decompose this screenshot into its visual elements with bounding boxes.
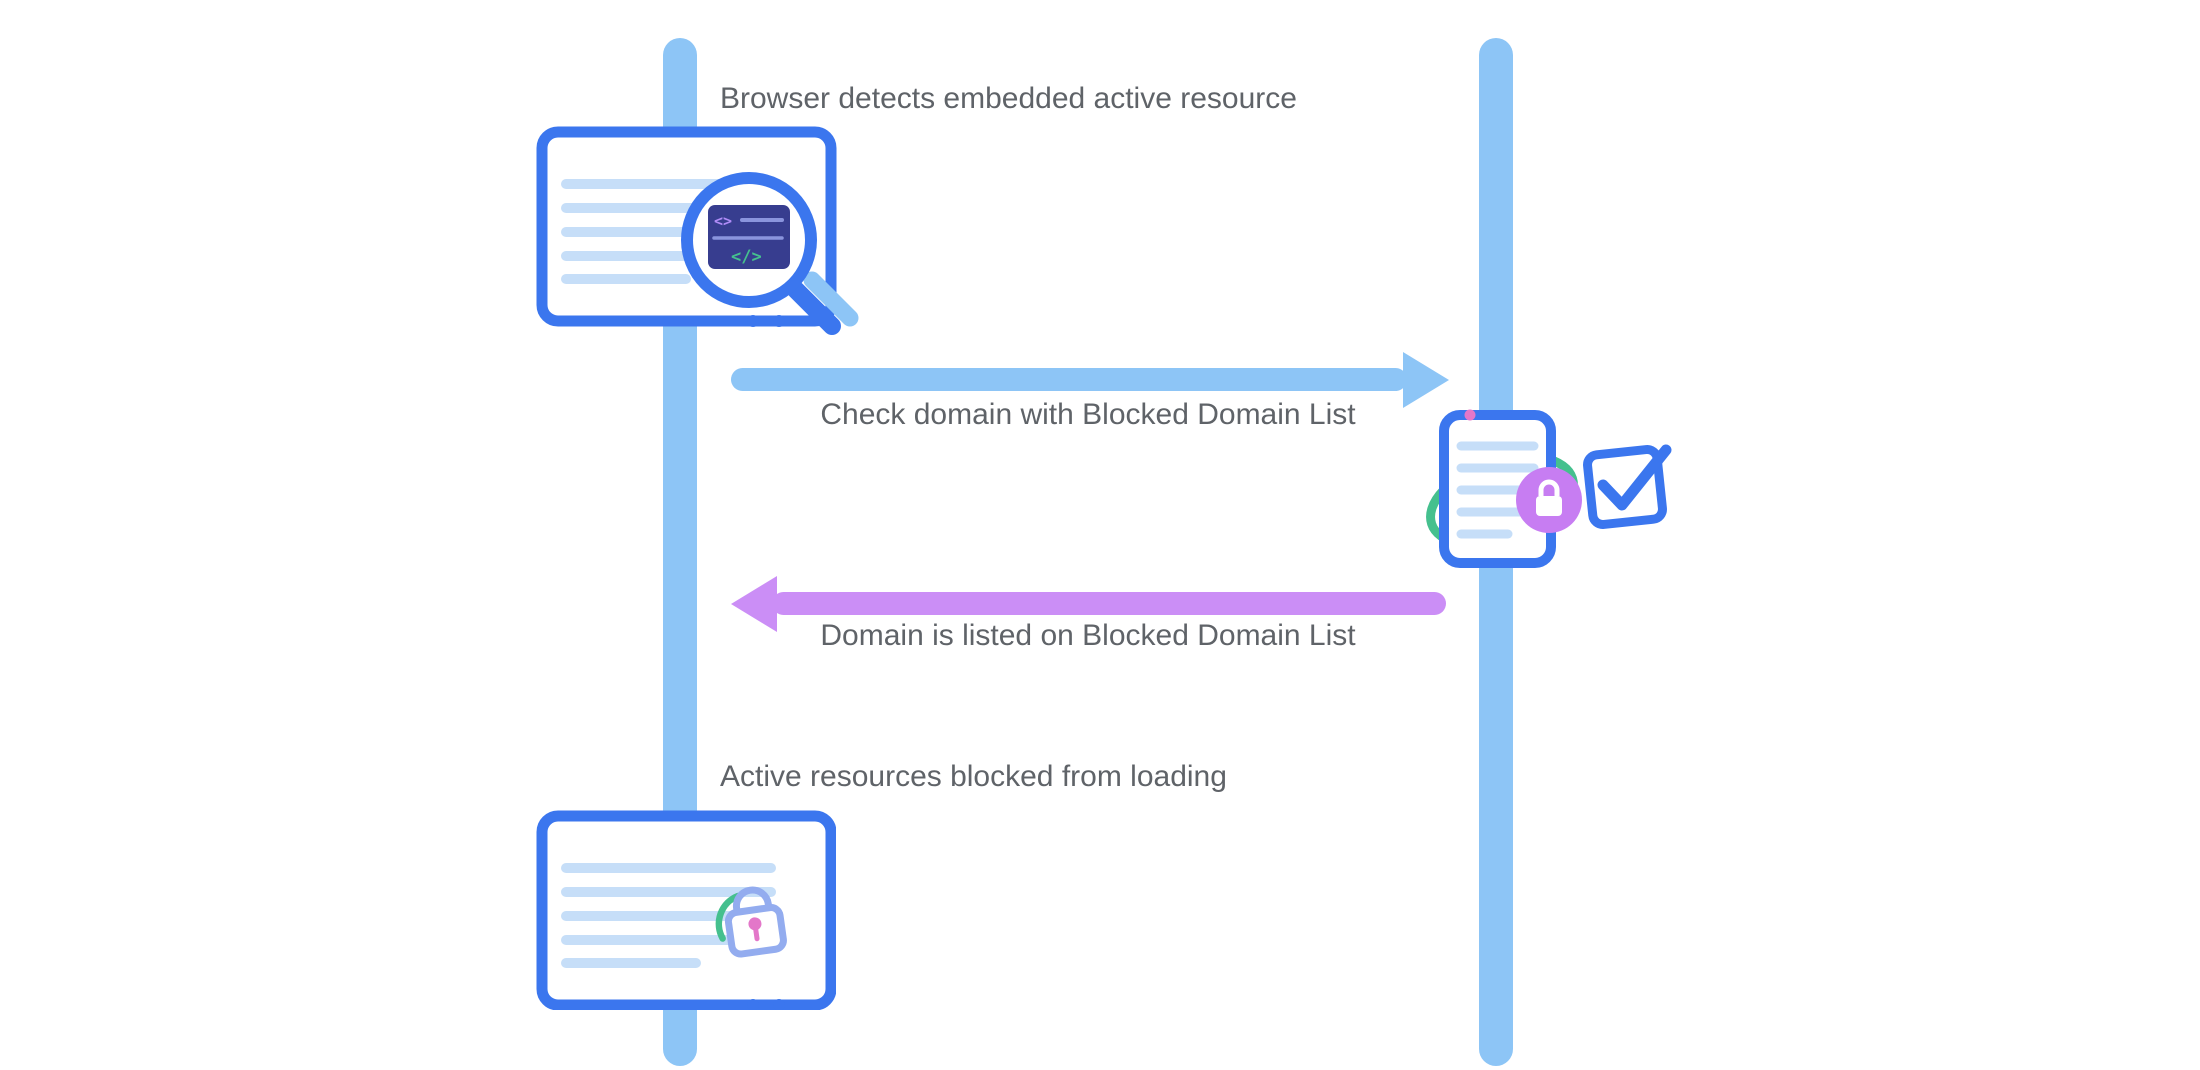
frame-dot [747, 315, 759, 327]
arrow-back-head-icon [731, 576, 777, 632]
arrow-forward-bar [731, 368, 1407, 391]
frame-dot [773, 315, 785, 327]
blocked-domain-list-icon [1426, 409, 1672, 568]
code-glyph-small: <> [714, 212, 732, 230]
code-window-icon: <> </> [708, 205, 790, 269]
caption-domain-listed: Domain is listed on Blocked Domain List [820, 619, 1356, 652]
pink-dot [1464, 409, 1476, 421]
magnifier-icon: <> </> [681, 172, 859, 335]
arrow-forward-head-icon [1403, 352, 1449, 408]
lock-badge-icon [1516, 467, 1582, 533]
frame-dot [773, 999, 785, 1010]
browser-detect-icon: <> </> [536, 126, 859, 335]
caption-detect-resource: Browser detects embedded active resource [720, 82, 1297, 115]
skeleton-text-lines [1456, 441, 1539, 539]
padlock-icon [715, 886, 787, 958]
caption-resources-blocked: Active resources blocked from loading [720, 760, 1227, 793]
arrow-back-bar [772, 592, 1446, 615]
browser-blocked-icon [536, 810, 836, 1010]
checkbox-icon [1583, 444, 1672, 529]
code-glyph: </> [731, 247, 762, 267]
frame-dot [747, 999, 759, 1010]
browser-window-icon [536, 810, 836, 1010]
caption-check-domain: Check domain with Blocked Domain List [820, 398, 1356, 431]
